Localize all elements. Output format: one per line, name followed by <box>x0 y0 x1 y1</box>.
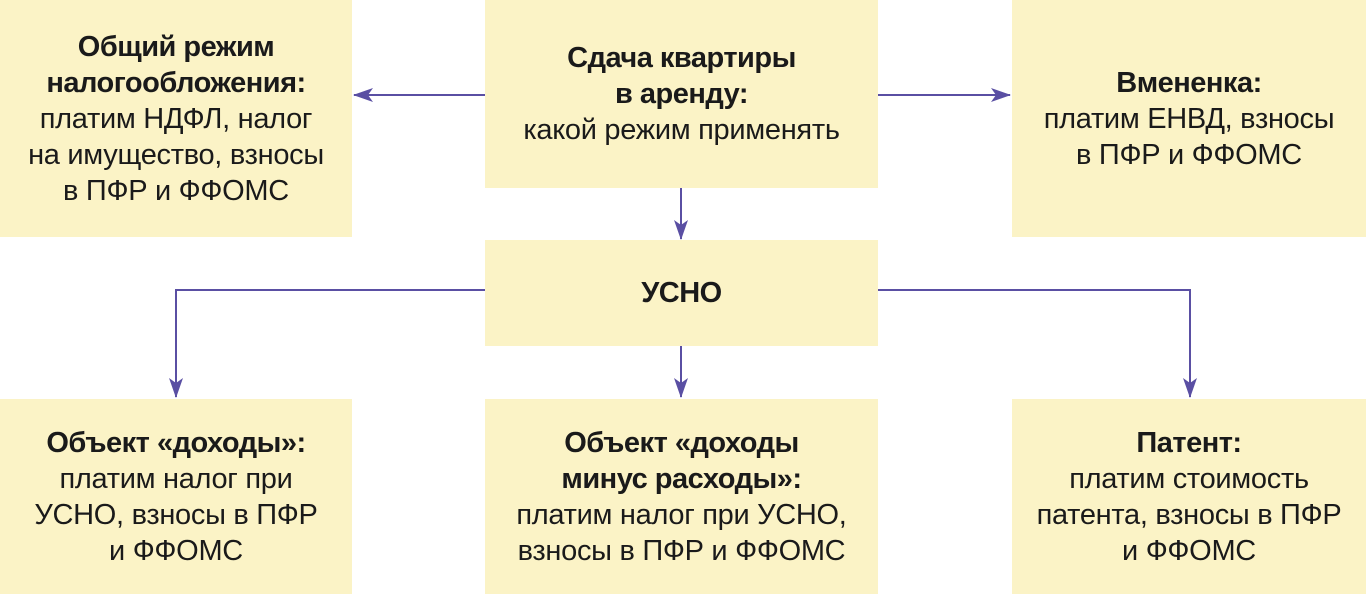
box-general-regime-title: Общий режим налогообложения: <box>46 30 306 99</box>
box-object-income-minus-expenses-title: Объект «доходы минус расходы»: <box>561 426 802 495</box>
box-object-income-title: Объект «доходы»: <box>46 426 306 459</box>
box-object-income-minus-expenses: Объект «доходы минус расходы»: платим на… <box>485 399 878 594</box>
box-apartment-rental: Сдача квартиры в аренду: какой режим при… <box>485 0 878 188</box>
box-patent: Патент: платим стоимость патента, взносы… <box>1012 399 1366 594</box>
box-general-regime: Общий режим налогообложения: платим НДФЛ… <box>0 0 352 237</box>
box-imputed-tax: Вмененка: платим ЕНВД, взносы в ПФР и ФФ… <box>1012 0 1366 237</box>
box-apartment-rental-desc: какой режим применять <box>523 114 840 146</box>
box-apartment-rental-title: Сдача квартиры в аренду: <box>567 42 796 110</box>
box-object-income-desc: платим налог при УСНО, взносы в ПФР и ФФ… <box>34 462 318 567</box>
arrow-usno-to-income <box>169 289 485 398</box>
box-imputed-tax-title: Вмененка: <box>1116 66 1262 99</box>
box-object-income: Объект «доходы»: платим налог при УСНО, … <box>0 399 352 594</box>
box-usno: УСНО <box>485 240 878 346</box>
box-object-income-minus-expenses-desc: платим налог при УСНО, взносы в ПФР и ФФ… <box>516 498 847 567</box>
box-patent-title: Патент: <box>1136 426 1242 459</box>
box-usno-title: УСНО <box>641 277 722 309</box>
box-general-regime-desc: платим НДФЛ, налог на имущество, взносы … <box>28 102 324 207</box>
box-imputed-tax-desc: платим ЕНВД, взносы в ПФР и ФФОМС <box>1043 102 1335 171</box>
box-patent-desc: платим стоимость патента, взносы в ПФР и… <box>1036 462 1342 567</box>
arrow-usno-to-patent <box>878 289 1197 398</box>
